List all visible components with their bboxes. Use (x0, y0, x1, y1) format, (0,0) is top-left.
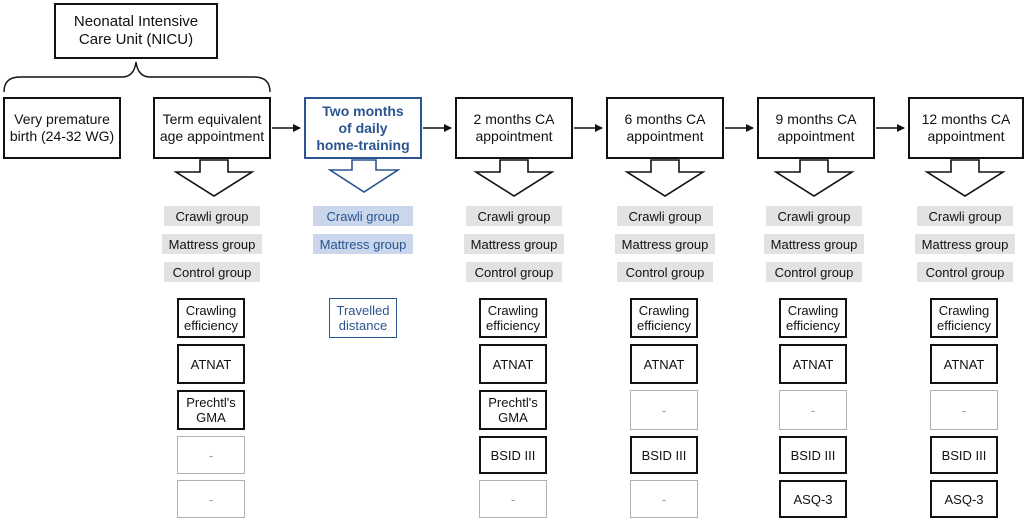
training-travelled-distance: Travelled distance (329, 298, 397, 338)
stage-training: Two months of daily home-training (304, 97, 422, 159)
m12-gma-empty: - (930, 390, 998, 430)
m2-asq-empty: - (479, 480, 547, 518)
stage-term-label: Term equivalent age appointment (159, 111, 265, 144)
m6-atnat: ATNAT (630, 344, 698, 384)
term-atnat: ATNAT (177, 344, 245, 384)
nicu-box: Neonatal Intensive Care Unit (NICU) (54, 3, 218, 59)
m2-crawling-efficiency: Crawling efficiency (479, 298, 547, 338)
m6-asq-empty: - (630, 480, 698, 518)
term-crawli-group: Crawli group (164, 206, 260, 226)
stage-m6-label: 6 months CA appointment (624, 111, 706, 144)
stage-term: Term equivalent age appointment (153, 97, 271, 159)
m12-bsid: BSID III (930, 436, 998, 474)
stage-training-label: Two months of daily home-training (316, 102, 410, 153)
m12-crawling-efficiency: Crawling efficiency (930, 298, 998, 338)
m6-mattress-group: Mattress group (615, 234, 715, 254)
m2-atnat: ATNAT (479, 344, 547, 384)
down-arrow-m6 (624, 159, 706, 197)
m2-bsid: BSID III (479, 436, 547, 474)
m2-prechtl-gma: Prechtl's GMA (479, 390, 547, 430)
m2-mattress-group: Mattress group (464, 234, 564, 254)
m12-control-group: Control group (917, 262, 1013, 282)
stage-birth: Very premature birth (24-32 WG) (3, 97, 121, 159)
m12-atnat: ATNAT (930, 344, 998, 384)
down-arrow-training (327, 159, 401, 193)
down-arrow-m9 (773, 159, 855, 197)
m9-gma-empty: - (779, 390, 847, 430)
m9-control-group: Control group (766, 262, 862, 282)
m6-control-group: Control group (617, 262, 713, 282)
m9-bsid: BSID III (779, 436, 847, 474)
m12-mattress-group: Mattress group (915, 234, 1015, 254)
m12-asq: ASQ-3 (930, 480, 998, 518)
stage-m6: 6 months CA appointment (606, 97, 724, 159)
m9-crawli-group: Crawli group (766, 206, 862, 226)
term-crawling-efficiency: Crawling efficiency (177, 298, 245, 338)
m6-crawli-group: Crawli group (617, 206, 713, 226)
m9-crawling-efficiency: Crawling efficiency (779, 298, 847, 338)
term-bsid-empty: - (177, 436, 245, 474)
down-arrow-term (173, 159, 255, 197)
stage-m9-label: 9 months CA appointment (775, 111, 857, 144)
m6-gma-empty: - (630, 390, 698, 430)
stage-m12: 12 months CA appointment (908, 97, 1024, 159)
m2-crawli-group: Crawli group (466, 206, 562, 226)
term-mattress-group: Mattress group (162, 234, 262, 254)
stage-birth-label: Very premature birth (24-32 WG) (9, 111, 115, 144)
stage-m2: 2 months CA appointment (455, 97, 573, 159)
down-arrow-m2 (473, 159, 555, 197)
down-arrow-m12 (924, 159, 1006, 197)
stage-m12-label: 12 months CA appointment (921, 111, 1011, 144)
nicu-label: Neonatal Intensive Care Unit (NICU) (73, 13, 199, 48)
m9-mattress-group: Mattress group (764, 234, 864, 254)
m9-atnat: ATNAT (779, 344, 847, 384)
term-asq-empty: - (177, 480, 245, 518)
stage-m2-label: 2 months CA appointment (473, 111, 555, 144)
nicu-brace (3, 61, 271, 93)
stage-m9: 9 months CA appointment (757, 97, 875, 159)
m2-control-group: Control group (466, 262, 562, 282)
m12-crawli-group: Crawli group (917, 206, 1013, 226)
training-mattress-group: Mattress group (313, 234, 413, 254)
m6-crawling-efficiency: Crawling efficiency (630, 298, 698, 338)
m9-asq: ASQ-3 (779, 480, 847, 518)
training-crawli-group: Crawli group (313, 206, 413, 226)
m6-bsid: BSID III (630, 436, 698, 474)
term-control-group: Control group (164, 262, 260, 282)
term-prechtl-gma: Prechtl's GMA (177, 390, 245, 430)
